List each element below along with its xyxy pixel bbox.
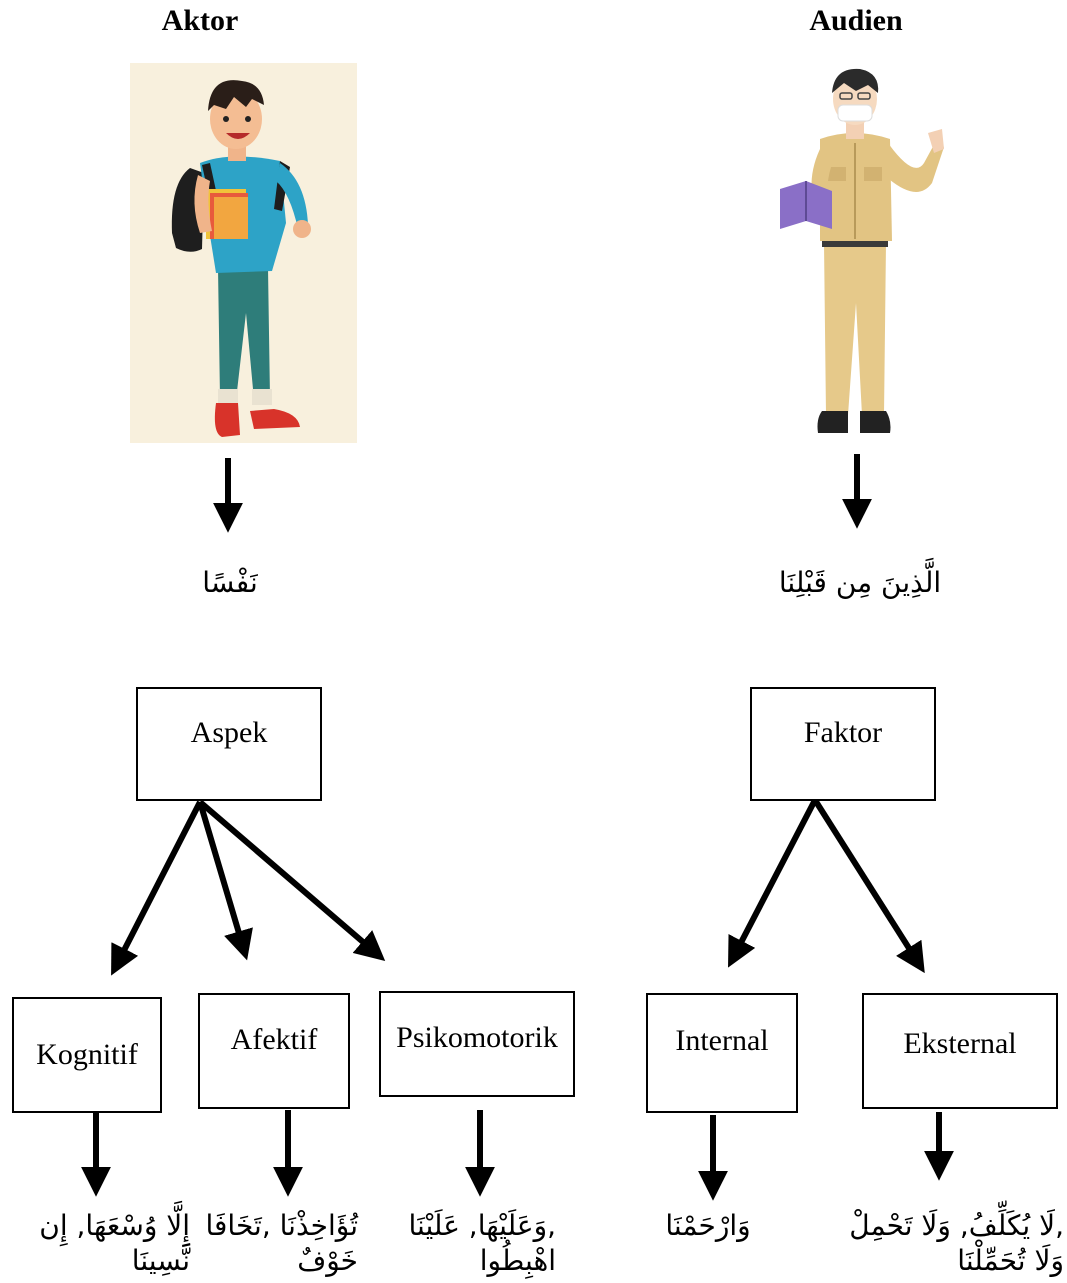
factor-to-eksternal-arrow [812, 798, 925, 974]
psikomotorik-box: Psikomotorik [379, 991, 575, 1097]
student-illustration [130, 63, 357, 443]
audience-term: الَّذِينَ مِن قَبْلِنَا [778, 566, 942, 599]
aspect-to-kognitif-arrow [111, 800, 203, 976]
aspect-to-afektif-arrow [197, 801, 253, 961]
aspect-box: Aspek [136, 687, 322, 801]
kognitif-box: Kognitif [12, 997, 162, 1113]
factor-to-internal-arrow [728, 798, 818, 968]
actor-term: نَفْسًا [202, 566, 258, 599]
afektif-box: Afektif [198, 993, 350, 1109]
psikomotorik-term: ,وَعَلَيْهَا, عَلَيْنَا اهْبِطُوا [408, 1209, 557, 1277]
actor-title: Aktor [161, 4, 239, 37]
eksternal-term: ,لَا يُكَلِّفُ, وَلَا تَحْمِلْ وَلَا تُح… [849, 1209, 1064, 1277]
internal-box: Internal [646, 993, 798, 1113]
aspect-to-psikomotorik-arrow [198, 799, 386, 962]
kognitif-term: إِلَّا وُسْعَهَا, إِن نَّسِينَا [39, 1209, 190, 1277]
internal-term: وَارْحَمْنَا [665, 1209, 751, 1242]
afektif-term: تُؤَاخِذْنَا ,تَخَافَا خَوْفٌ [205, 1209, 358, 1277]
audience-title: Audien [809, 4, 903, 37]
factor-box: Faktor [750, 687, 936, 801]
teacher-illustration [780, 68, 944, 433]
eksternal-box: Eksternal [862, 993, 1058, 1109]
